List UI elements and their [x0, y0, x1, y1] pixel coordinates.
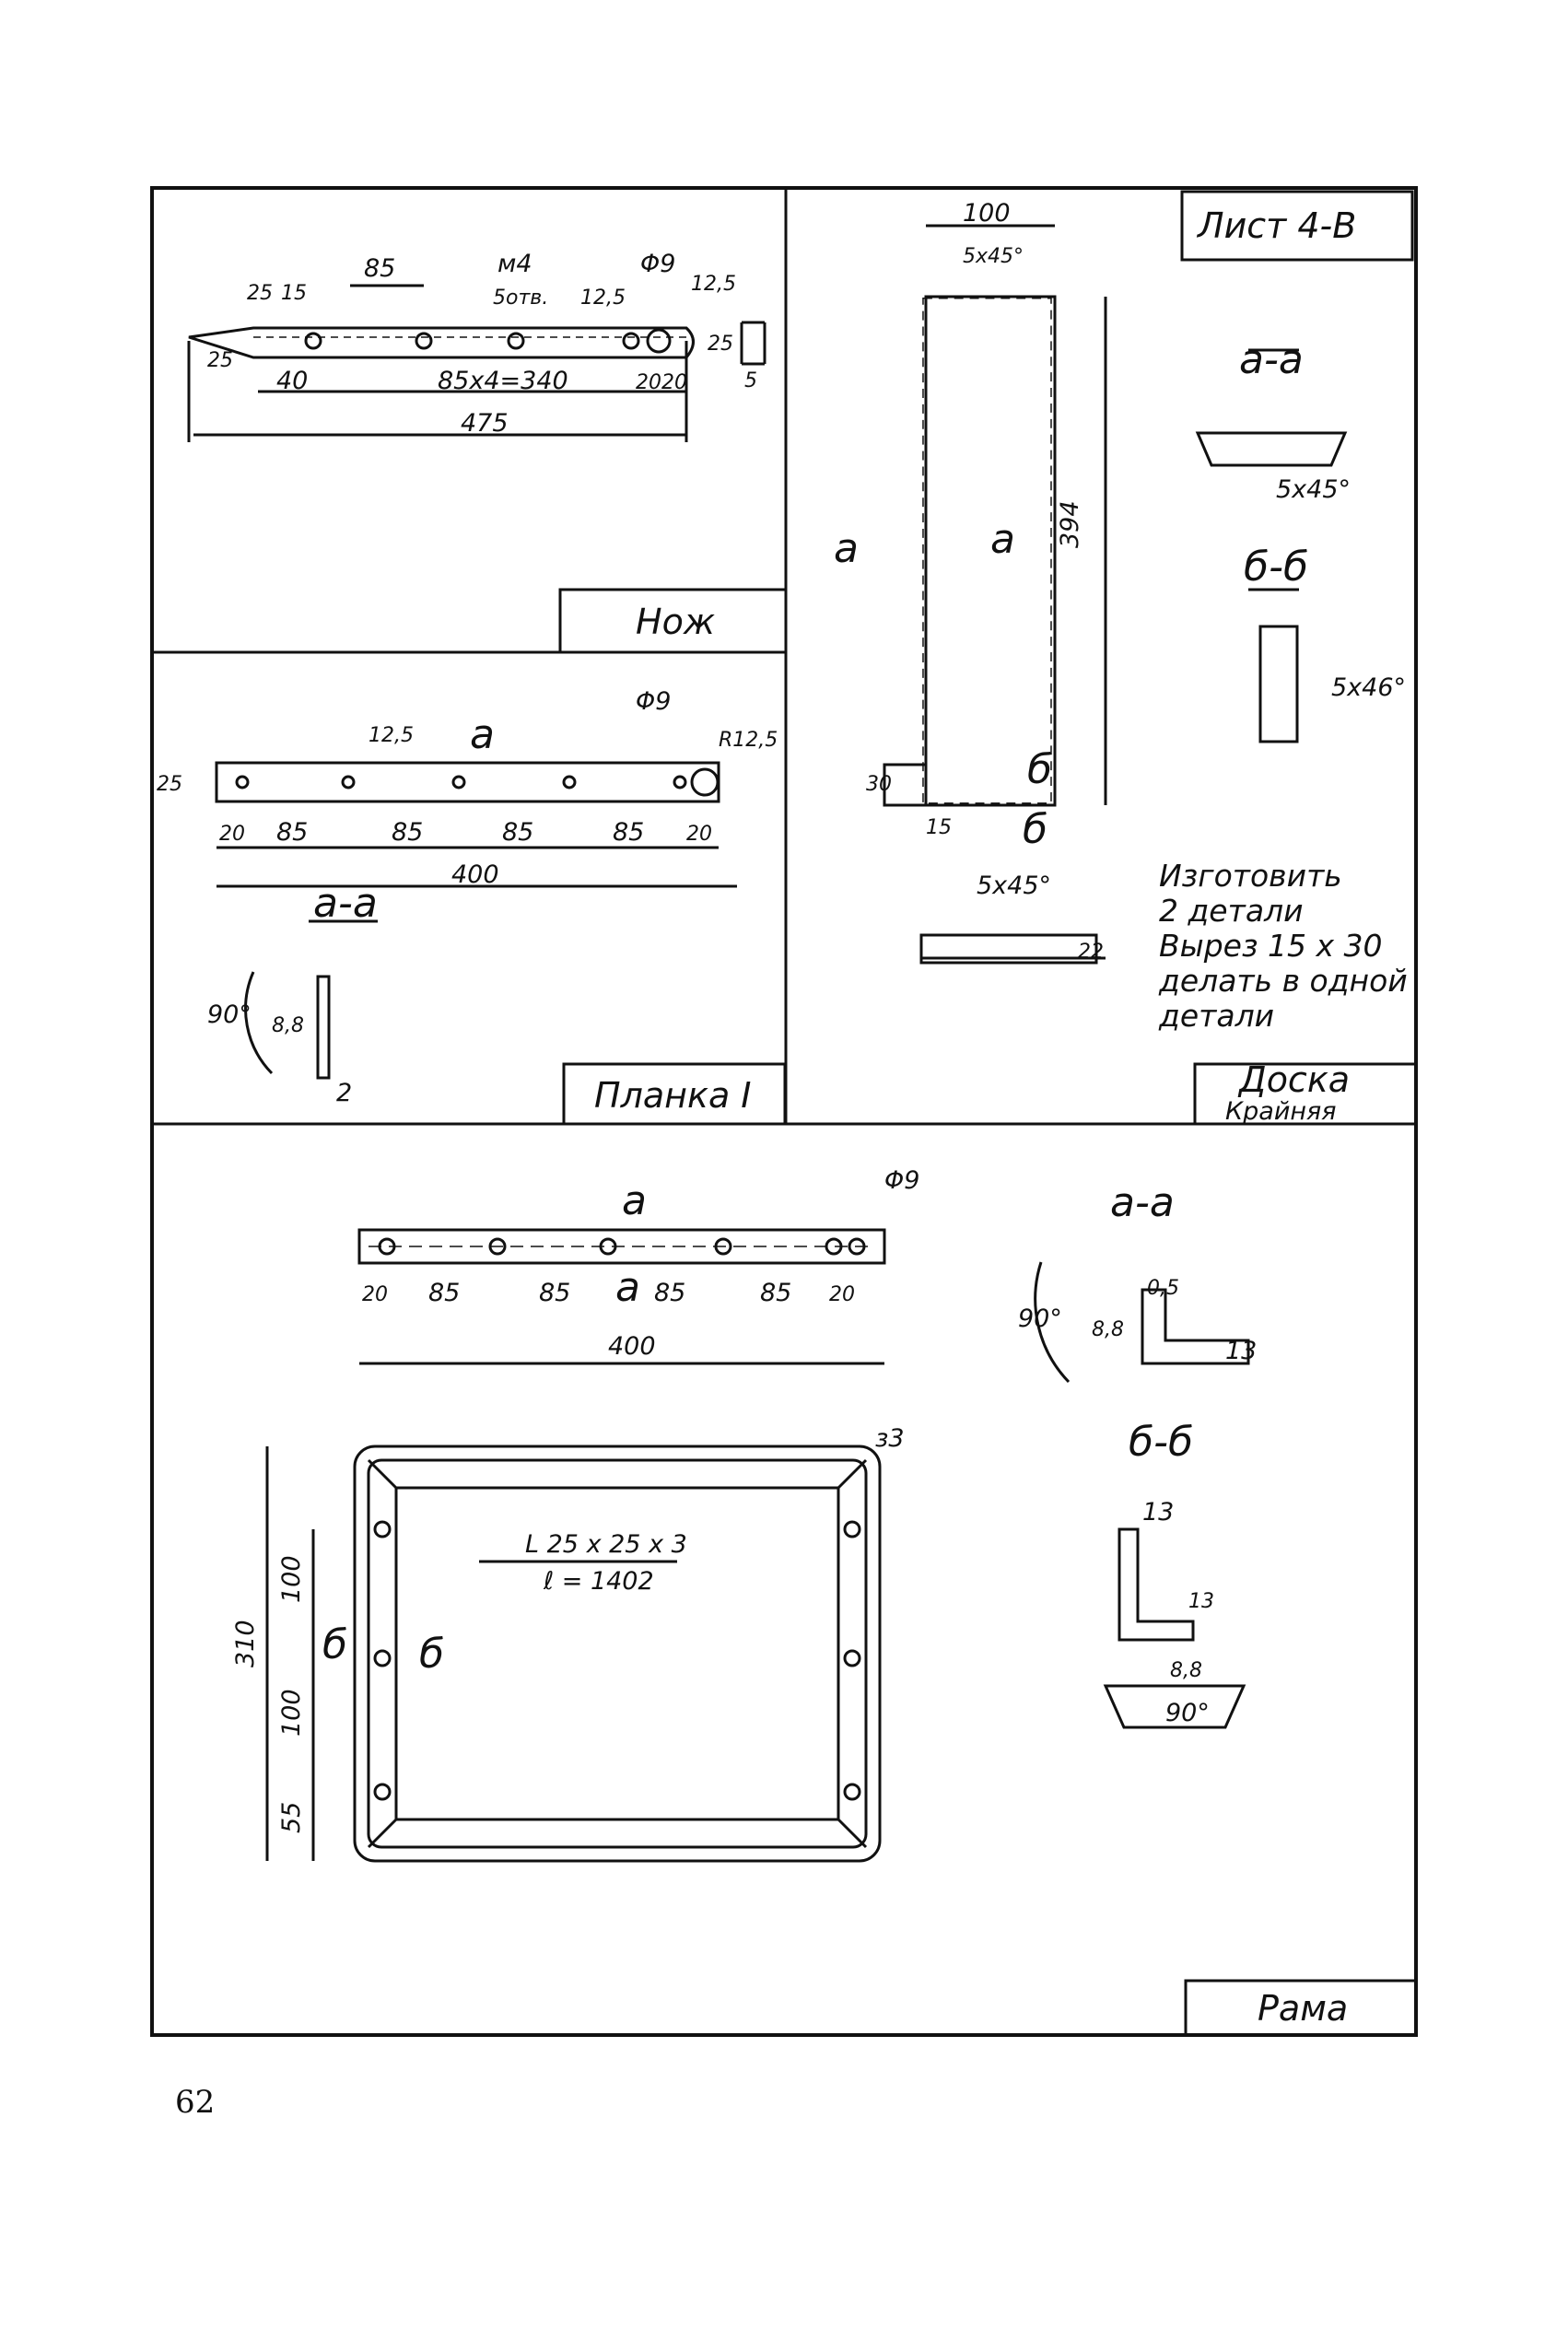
- rama-title-box: [1184, 1979, 1418, 2037]
- planka-dim-width-25: 25: [157, 773, 182, 796]
- planka-dim-angle: 90°: [207, 1000, 252, 1029]
- knife-title-box: [558, 588, 788, 654]
- board-drawing: [883, 224, 1348, 965]
- planka-dim-end-20a: 20: [219, 823, 245, 846]
- knife-dim-holes: 5отв.: [493, 287, 548, 310]
- rama-mark-b-right: б: [419, 1631, 444, 1678]
- planka-drawing: [215, 761, 737, 1080]
- board-dim-chamfer-bb: 5х46°: [1331, 673, 1406, 702]
- planka-title-box: [562, 1062, 787, 1126]
- planka-dim-radius: R12,5: [719, 729, 778, 752]
- planka-dim-total: 400: [451, 860, 499, 889]
- board-title-line2: Крайняя: [1225, 1097, 1337, 1126]
- rama-dim-leg-13: 13: [1225, 1337, 1257, 1365]
- rama-dim-p2: 85: [539, 1279, 570, 1307]
- board-dim-cut-w: 15: [926, 816, 952, 839]
- planka-dim-p3: 85: [502, 818, 533, 847]
- rama-dim-end-20a: 20: [362, 1283, 388, 1306]
- board-dim-chamfer-top: 5х45°: [963, 245, 1024, 268]
- knife-dim-width-15: 15: [281, 282, 307, 305]
- knife-dim-tip: 25: [207, 349, 233, 372]
- knife-dim-thick-25: 25: [708, 333, 733, 356]
- rama-dim-s100a: 100: [277, 1555, 306, 1603]
- board-dim-chamfer-side: 5х45°: [977, 872, 1051, 900]
- board-dim-chamfer-aa: 5х45°: [1276, 475, 1351, 504]
- rama-mark-a-upper: а: [622, 1177, 647, 1224]
- planka-title: Планка I: [594, 1075, 752, 1116]
- knife-dim-holes-span: 85х4=340: [438, 367, 568, 395]
- knife-dim-end-20b: 20: [661, 371, 687, 394]
- rama-dim-s55: 55: [277, 1802, 306, 1833]
- planka-dim-h-12-5: 12,5: [369, 724, 414, 747]
- board-mark-a-right: а: [990, 516, 1015, 563]
- planka-dim-p2: 85: [392, 818, 423, 847]
- board-mark-b-lower: б: [1023, 806, 1047, 853]
- rama-mark-b-left: б: [322, 1621, 347, 1668]
- board-mark-a-left: а: [834, 525, 859, 572]
- planka-dim-p1: 85: [276, 818, 308, 847]
- planka-section-mark: а: [470, 711, 495, 758]
- knife-dim-radius: 12,5: [691, 273, 736, 296]
- sheet-label-box: [1180, 190, 1414, 262]
- board-note-line-2: 2 детали: [1159, 893, 1304, 929]
- board-dim-cut-h: 30: [866, 773, 892, 796]
- board-title-line1: Доска: [1237, 1059, 1350, 1100]
- rama-dim-profile: L 25 х 25 х 3: [525, 1530, 687, 1559]
- rama-dim-bb-angle: 90°: [1165, 1699, 1210, 1727]
- board-note-line-1: Изготовить: [1159, 858, 1342, 894]
- rama-mark-a-lower: а: [615, 1264, 640, 1311]
- board-section-aa: а-а: [1239, 336, 1304, 383]
- board-section-bb: б-б: [1244, 544, 1308, 591]
- board-mark-b-upper: б: [1027, 746, 1052, 793]
- knife-dim-pitch-85: 85: [364, 254, 395, 283]
- page-number: 62: [175, 2084, 216, 2121]
- board-dim-width: 100: [963, 199, 1011, 228]
- planka-dim-end-20b: 20: [686, 823, 712, 846]
- rama-dim-dia-9: Φ9: [884, 1166, 919, 1195]
- rama-dim-p3: 85: [654, 1279, 685, 1307]
- frame-drawing: [265, 1228, 1250, 1863]
- board-dim-thick: 22: [1078, 941, 1104, 964]
- rama-dim-bb-13: 13: [1142, 1498, 1174, 1527]
- rama-dim-bb-88: 8,8: [1170, 1659, 1202, 1682]
- knife-title: Нож: [636, 602, 715, 642]
- rama-section-aa: а-а: [1110, 1179, 1175, 1226]
- knife-dim-left-40: 40: [276, 367, 308, 395]
- planka-dim-dia-9: Φ9: [636, 687, 671, 716]
- knife-dim-end-20a: 20: [636, 371, 661, 394]
- board-note-line-5: детали: [1158, 998, 1274, 1034]
- board-title-box: [1193, 1062, 1418, 1126]
- sheet-label: Лист 4-В: [1196, 205, 1356, 246]
- planka-dim-hole-88: 8,8: [272, 1014, 304, 1037]
- planka-section-title: а-а: [313, 880, 378, 927]
- knife-dim-h-12-5: 12,5: [580, 287, 626, 310]
- knife-dim-total: 475: [461, 409, 509, 438]
- rama-title: Рама: [1258, 1988, 1348, 2029]
- rama-dim-angle-aa: 90°: [1018, 1304, 1062, 1333]
- planka-dim-thick-2: 2: [336, 1079, 352, 1107]
- knife-drawing: [187, 284, 766, 442]
- rama-dim-p1: 85: [428, 1279, 460, 1307]
- rama-dim-corner: з3: [875, 1424, 905, 1453]
- knife-dim-thread: м4: [497, 250, 532, 278]
- rama-section-bb: б-б: [1129, 1419, 1193, 1466]
- rama-dim-total: 400: [608, 1332, 656, 1361]
- rama-dim-end-20b: 20: [829, 1283, 855, 1306]
- knife-dim-thick-5: 5: [744, 369, 757, 392]
- board-note-line-3: Вырез 15 х 30: [1159, 928, 1382, 964]
- rama-dim-length: ℓ = 1402: [543, 1567, 654, 1596]
- board-dim-length: 394: [1056, 500, 1084, 548]
- rama-dim-hole-88-aa: 8,8: [1092, 1318, 1124, 1341]
- rama-dim-height: 310: [231, 1620, 260, 1667]
- rama-dim-p4: 85: [760, 1279, 791, 1307]
- knife-dim-dia-9: Φ9: [640, 250, 675, 278]
- board-note-line-4: делать в одной: [1158, 963, 1408, 999]
- rama-dim-bb-13b: 13: [1188, 1590, 1214, 1613]
- planka-dim-p4: 85: [613, 818, 644, 847]
- knife-dim-bevel-top: 25: [247, 282, 273, 305]
- rama-dim-s100b: 100: [277, 1689, 306, 1737]
- rama-dim-r05: 0,5: [1147, 1277, 1179, 1300]
